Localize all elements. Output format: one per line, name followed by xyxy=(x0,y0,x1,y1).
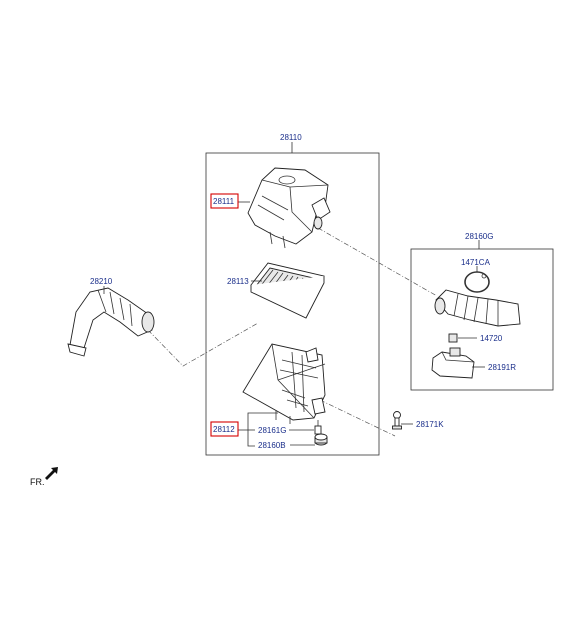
resonator-hose-part xyxy=(434,289,521,327)
intake-duct-part xyxy=(67,287,155,357)
grommet-small-part xyxy=(448,333,458,343)
connection-line-cover-resonator xyxy=(317,227,438,297)
connection-line-duct-body xyxy=(147,322,259,367)
label-resonator[interactable]: 28191R xyxy=(488,363,516,372)
label-grommet[interactable]: 28161G xyxy=(258,426,286,435)
connection-line-bolt xyxy=(319,399,396,437)
clamp-part xyxy=(464,271,490,293)
front-arrow-icon xyxy=(45,467,58,480)
label-intake-duct[interactable]: 28210 xyxy=(90,277,113,286)
lower-body-leader-down xyxy=(247,430,255,447)
bolt-part xyxy=(392,411,413,430)
label-lower-body[interactable]: 28112 xyxy=(213,425,235,434)
label-bolt[interactable]: 28171K xyxy=(416,420,444,429)
label-bushing[interactable]: 28160B xyxy=(258,441,286,450)
air-filter-part xyxy=(250,262,325,319)
assembly-frame xyxy=(205,152,380,456)
highlight-box-lower-body xyxy=(210,421,239,437)
label-assembly[interactable]: 28110 xyxy=(280,133,302,142)
front-direction-label: FR. xyxy=(30,477,45,487)
highlight-box-upper-cover xyxy=(210,193,239,209)
resonator-group-frame xyxy=(410,248,554,391)
bushing-part xyxy=(314,433,328,446)
lower-body-leader-up xyxy=(247,412,278,430)
grommet-part xyxy=(314,420,322,435)
label-upper-cover[interactable]: 28111 xyxy=(213,197,235,206)
label-grommet-small[interactable]: 14720 xyxy=(480,334,503,343)
label-clamp[interactable]: 1471CA xyxy=(461,258,491,267)
label-resonator-group[interactable]: 28160G xyxy=(465,232,493,241)
resonator-part xyxy=(431,347,475,379)
upper-cover-part xyxy=(247,167,331,249)
lower-body-part xyxy=(242,343,326,424)
label-filter[interactable]: 28113 xyxy=(227,277,249,286)
